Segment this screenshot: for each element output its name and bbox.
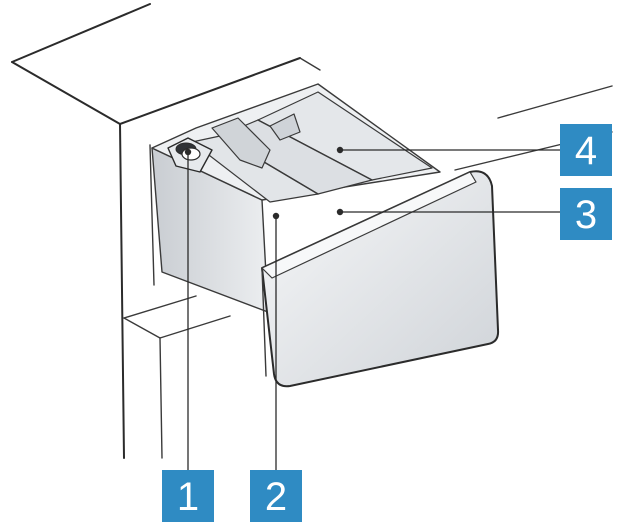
callout-4: 4 xyxy=(560,124,612,176)
compartment-flap xyxy=(269,113,301,141)
leader-dot-3 xyxy=(336,208,344,216)
leader-dot-4 xyxy=(336,146,344,154)
appliance-right-upper-line xyxy=(497,85,613,119)
appliance-shelf-top xyxy=(123,295,197,319)
leader-dot-1 xyxy=(184,148,192,156)
callout-4-label: 4 xyxy=(575,129,597,173)
drawer-handle xyxy=(261,170,500,388)
drawer-handle-top-face xyxy=(261,171,477,279)
callout-3: 3 xyxy=(560,188,612,240)
compartment-1-cap xyxy=(167,137,213,173)
callout-1-label: 1 xyxy=(177,475,199,519)
callout-3-label: 3 xyxy=(575,193,597,237)
drawer-handle-left-edge xyxy=(261,267,267,377)
appliance-right-recess-top xyxy=(299,57,321,71)
drawer-opening-left-edge xyxy=(149,144,155,286)
appliance-front-left-edge xyxy=(119,123,125,459)
callout-leaders xyxy=(184,146,560,470)
callout-2: 2 xyxy=(250,470,302,522)
leader-dot-2 xyxy=(272,212,280,220)
appliance-body xyxy=(11,3,613,459)
appliance-shelf-front xyxy=(123,315,231,339)
callout-1: 1 xyxy=(162,470,214,522)
callout-2-label: 2 xyxy=(265,475,287,519)
appliance-top-back-edge xyxy=(11,3,151,63)
appliance-lower-vertical xyxy=(159,337,163,459)
detergent-drawer xyxy=(151,83,500,388)
compartment-insert xyxy=(211,117,271,169)
